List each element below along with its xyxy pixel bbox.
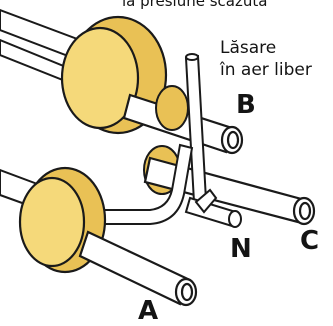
caption-top: la presiune scăzută <box>122 0 267 9</box>
port-label-C: C <box>300 228 319 254</box>
pipe-A <box>80 232 196 305</box>
port-label-B: B <box>236 92 256 118</box>
middle-disc-upper <box>156 86 188 130</box>
port-label-N: N <box>230 236 252 262</box>
vent-label-line2: în aer liber <box>220 62 312 79</box>
vent-label-line1: Lăsare <box>220 40 276 57</box>
port-label-A: A <box>138 298 158 324</box>
